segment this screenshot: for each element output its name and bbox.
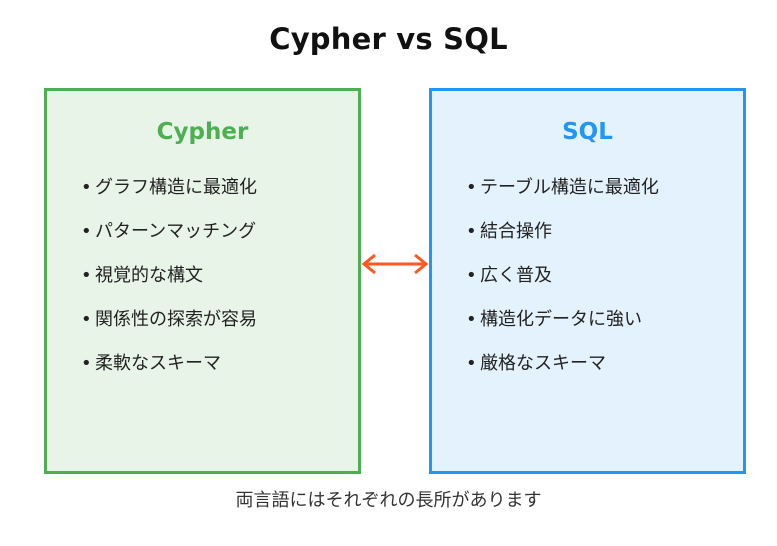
cypher-feature: 視覚的な構文 [95, 265, 203, 286]
list-item: •厳格なスキーマ [466, 349, 659, 393]
arrow-head-right [414, 253, 429, 275]
list-item: •テーブル構造に最適化 [466, 173, 659, 217]
cypher-heading: Cypher [156, 119, 249, 145]
bullet: • [466, 309, 477, 330]
list-item: •広く普及 [466, 261, 659, 305]
sql-box: SQL •テーブル構造に最適化 •結合操作 •広く普及 •構造化データに強い •… [429, 88, 746, 474]
sql-feature: 厳格なスキーマ [480, 353, 606, 374]
list-item: •視覚的な構文 [81, 261, 257, 305]
bullet: • [81, 177, 92, 198]
list-item: •グラフ構造に最適化 [81, 173, 257, 217]
bullet: • [81, 221, 92, 242]
bullet: • [466, 353, 477, 374]
list-item: •結合操作 [466, 217, 659, 261]
bullet: • [81, 265, 92, 286]
cypher-feature: 関係性の探索が容易 [95, 309, 257, 330]
sql-feature: 結合操作 [480, 221, 552, 242]
bullet: • [81, 353, 92, 374]
list-item: •柔軟なスキーマ [81, 349, 257, 393]
cypher-feature: グラフ構造に最適化 [95, 177, 257, 198]
sql-feature: 広く普及 [480, 265, 552, 286]
footer-note: 両言語にはそれぞれの長所があります [235, 490, 542, 511]
sql-feature: 構造化データに強い [480, 309, 642, 330]
list-item: •関係性の探索が容易 [81, 305, 257, 349]
sql-heading: SQL [562, 119, 613, 145]
diagram-title: Cypher vs SQL [269, 22, 508, 56]
bullet: • [466, 221, 477, 242]
sql-feature-list: •テーブル構造に最適化 •結合操作 •広く普及 •構造化データに強い •厳格なス… [466, 173, 659, 393]
cypher-feature-list: •グラフ構造に最適化 •パターンマッチング •視覚的な構文 •関係性の探索が容易… [81, 173, 257, 393]
list-item: •構造化データに強い [466, 305, 659, 349]
arrow-head-left [361, 253, 376, 275]
cypher-feature: パターンマッチング [95, 221, 257, 242]
cypher-box: Cypher •グラフ構造に最適化 •パターンマッチング •視覚的な構文 •関係… [44, 88, 361, 474]
cypher-feature: 柔軟なスキーマ [95, 353, 221, 374]
bullet: • [466, 177, 477, 198]
list-item: •パターンマッチング [81, 217, 257, 261]
bullet: • [81, 309, 92, 330]
sql-feature: テーブル構造に最適化 [480, 177, 659, 198]
bullet: • [466, 265, 477, 286]
double-arrow-icon [361, 253, 429, 275]
